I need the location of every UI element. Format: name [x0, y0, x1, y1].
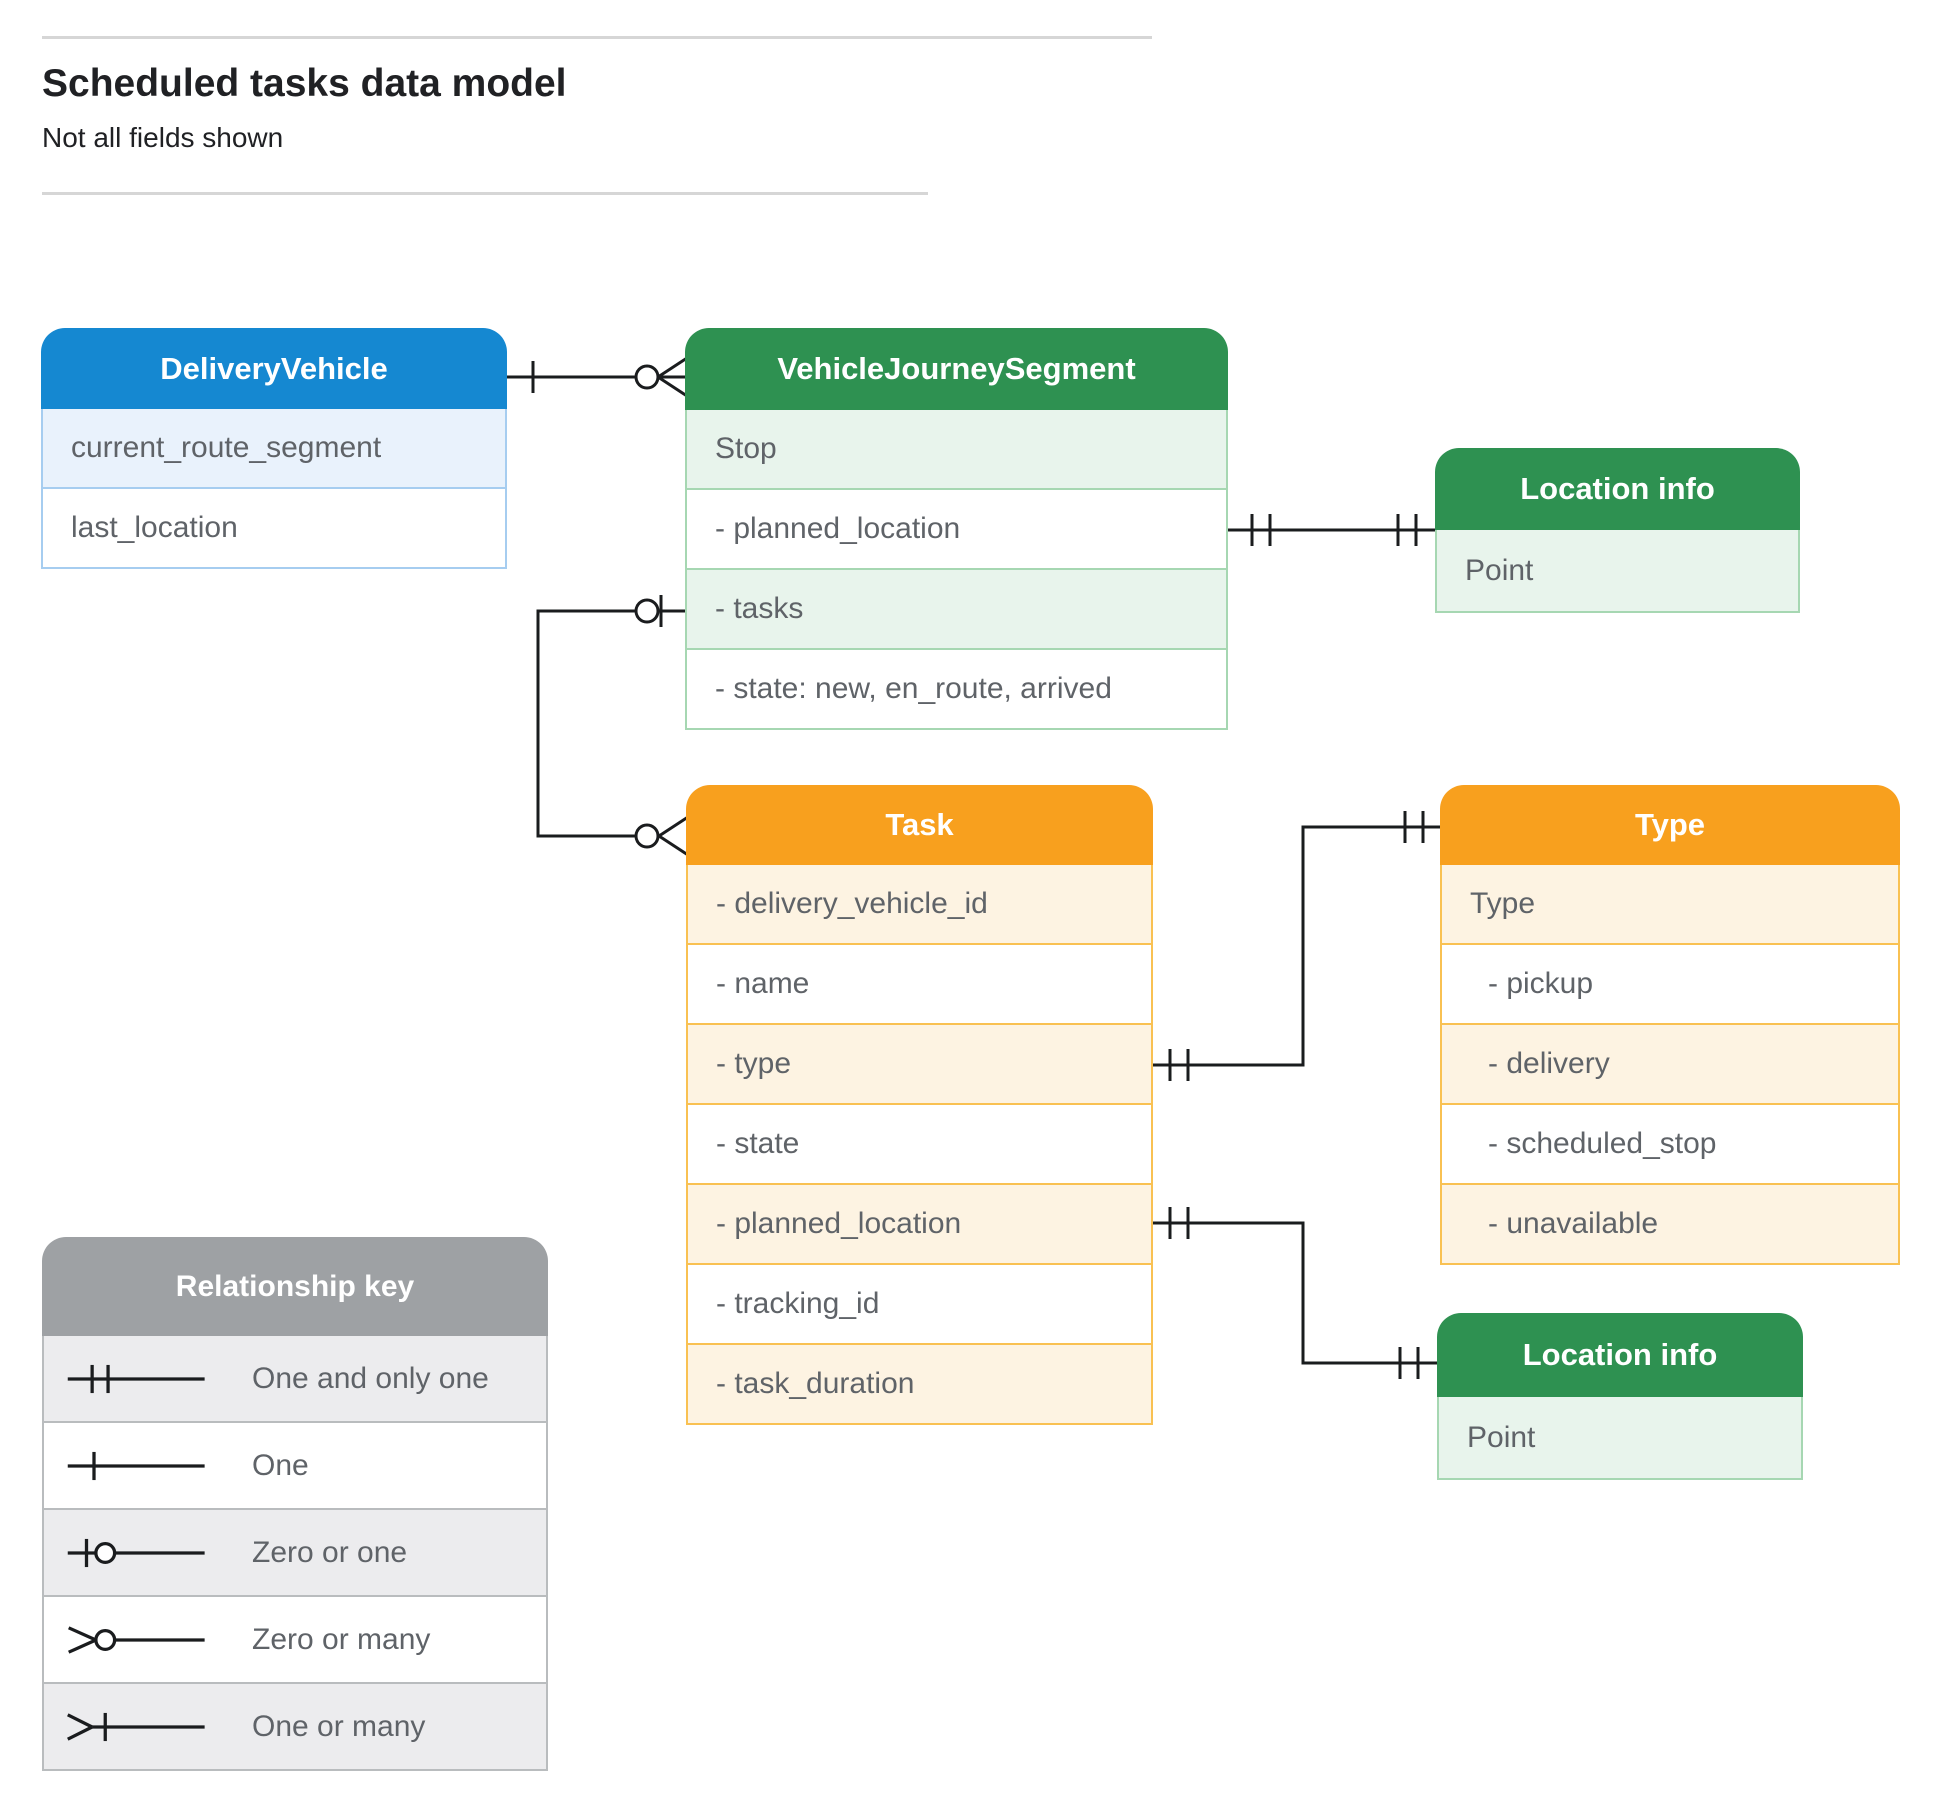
top-divider [42, 36, 1152, 39]
field-label: Stop [715, 432, 777, 465]
field-label: - pickup [1488, 967, 1594, 1000]
legend-row: One [42, 1423, 548, 1510]
field-row: - type [686, 1025, 1153, 1105]
entity-title: VehicleJourneySegment [777, 351, 1136, 386]
entity-location-info-bottom-header: Location info [1437, 1313, 1803, 1397]
field-label: - state [716, 1127, 800, 1160]
field-label: Point [1467, 1420, 1536, 1454]
one-or-many-symbol [67, 1712, 205, 1741]
field-row: - state [686, 1105, 1153, 1185]
field-row: Point [1435, 530, 1800, 613]
field-row: Stop [685, 410, 1228, 490]
one-symbol [67, 1451, 205, 1480]
field-row: - pickup [1440, 945, 1900, 1025]
subtitle-divider [42, 192, 928, 195]
field-label: - unavailable [1488, 1207, 1659, 1240]
field-label: Type [1470, 887, 1536, 920]
field-label: - task_duration [716, 1367, 915, 1400]
entity-title: DeliveryVehicle [160, 350, 388, 386]
field-label: - tracking_id [716, 1287, 880, 1320]
field-row: - delivery [1440, 1025, 1900, 1105]
entity-location-info-top-header: Location info [1435, 448, 1800, 530]
legend-title: Relationship key [175, 1269, 415, 1303]
field-label: - state: new, en_route, arrived [715, 672, 1112, 705]
field-label: - delivery [1488, 1047, 1610, 1080]
field-row: - delivery_vehicle_id [686, 865, 1153, 945]
field-row: last_location [41, 489, 507, 569]
relationship-key-legend: Relationship key One and only one One Ze… [42, 1237, 548, 1771]
legend-label: One and only one [252, 1361, 489, 1395]
field-row: - name [686, 945, 1153, 1025]
page-title: Scheduled tasks data model [42, 62, 567, 105]
field-row: - unavailable [1440, 1185, 1900, 1265]
entity-title: Location info [1522, 1337, 1718, 1372]
legend-label: One or many [252, 1709, 426, 1743]
entity-title: Task [885, 807, 954, 842]
field-row: Type [1440, 865, 1900, 945]
entity-vehicle-journey-segment: VehicleJourneySegment Stop - planned_loc… [685, 328, 1228, 730]
entity-vehicle-journey-segment-header: VehicleJourneySegment [685, 328, 1228, 410]
field-label: last_location [71, 511, 238, 544]
legend-label: One [252, 1448, 309, 1482]
field-row: - planned_location [685, 490, 1228, 570]
legend-row: One or many [42, 1684, 548, 1771]
field-label: current_route_segment [71, 431, 382, 464]
connector-deliveryvehicle-to-vehiclejourneysegment [507, 356, 688, 398]
entity-title: Location info [1520, 471, 1715, 506]
field-row: - task_duration [686, 1345, 1153, 1425]
entity-title: Type [1634, 807, 1706, 842]
entity-delivery-vehicle: DeliveryVehicle current_route_segment la… [41, 328, 507, 569]
legend-row: Zero or many [42, 1597, 548, 1684]
field-label: - delivery_vehicle_id [716, 887, 988, 920]
field-label: - scheduled_stop [1488, 1127, 1717, 1160]
entity-delivery-vehicle-header: DeliveryVehicle [41, 328, 507, 409]
entity-location-info-bottom: Location info Point [1437, 1313, 1803, 1480]
field-row: - tracking_id [686, 1265, 1153, 1345]
one-and-only-one-symbol [67, 1364, 205, 1393]
field-row: - planned_location [686, 1185, 1153, 1265]
entity-location-info-top: Location info Point [1435, 448, 1800, 613]
zero-or-one-symbol [67, 1538, 205, 1567]
legend-label: Zero or many [252, 1622, 431, 1656]
field-label: - name [716, 967, 810, 1000]
connector-task-plannedlocation-to-locationinfo-bottom [1153, 1207, 1437, 1379]
entity-type: Type Type - pickup - delivery - schedule… [1440, 785, 1900, 1265]
field-row: Point [1437, 1397, 1803, 1480]
field-label: - planned_location [716, 1207, 962, 1240]
field-label: - tasks [715, 592, 804, 625]
field-row: - scheduled_stop [1440, 1105, 1900, 1185]
connector-vjs-plannedlocation-to-locationinfo-top [1228, 514, 1435, 546]
legend-row: One and only one [42, 1336, 548, 1423]
field-row: current_route_segment [41, 409, 507, 489]
field-label: - type [716, 1047, 792, 1080]
field-row: - tasks [685, 570, 1228, 650]
entity-task-header: Task [686, 785, 1153, 865]
field-label: Point [1465, 553, 1534, 587]
entity-type-header: Type [1440, 785, 1900, 865]
legend-label: Zero or one [252, 1535, 408, 1569]
connector-vjs-tasks-to-task [536, 595, 689, 857]
legend-header: Relationship key [42, 1237, 548, 1336]
entity-task: Task - delivery_vehicle_id - name - type… [686, 785, 1153, 1425]
page-subtitle: Not all fields shown [42, 122, 284, 153]
legend-row: Zero or one [42, 1510, 548, 1597]
field-row: - state: new, en_route, arrived [685, 650, 1228, 730]
field-label: - planned_location [715, 512, 961, 545]
connector-task-type-to-type [1153, 811, 1440, 1081]
zero-or-many-symbol [68, 1625, 205, 1654]
